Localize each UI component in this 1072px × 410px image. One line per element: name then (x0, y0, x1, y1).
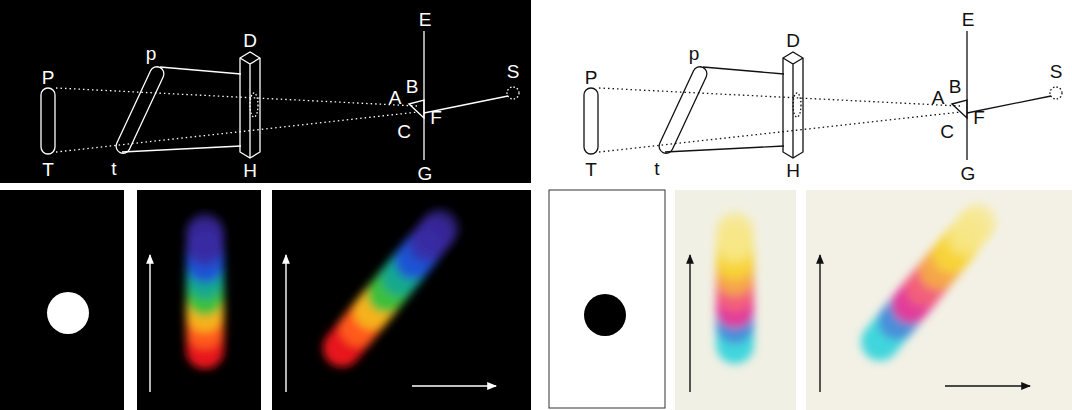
spectrum (186, 213, 224, 369)
spectrum (323, 209, 459, 367)
point-label: p (689, 44, 700, 63)
photo-tile (0, 190, 124, 410)
prism-diagram (41, 31, 519, 160)
direction-arrow (285, 255, 286, 392)
photo-tile (272, 190, 531, 410)
point-label: E (419, 10, 432, 29)
point-label: A (932, 88, 945, 107)
point-label: p (146, 44, 157, 63)
point-label: D (786, 31, 800, 50)
light-panel (541, 0, 1072, 183)
point-label: B (949, 77, 962, 96)
photo-tile (549, 190, 665, 408)
point-label: S (1050, 62, 1063, 81)
point-label: T (42, 160, 54, 179)
photo-tile (675, 190, 796, 410)
spectrum (861, 203, 997, 361)
direction-arrow (819, 255, 820, 392)
point-label: H (786, 161, 800, 180)
point-label: G (961, 164, 976, 183)
point-label: C (397, 122, 411, 141)
point-label: D (243, 31, 257, 50)
point-label: P (42, 68, 55, 87)
point-label: T (585, 160, 597, 179)
dark-disc (584, 294, 626, 336)
photo-tile (806, 190, 1072, 410)
light-disc (47, 292, 89, 334)
dark-panel (0, 0, 531, 183)
direction-arrow (689, 255, 690, 392)
prism-diagram (584, 31, 1062, 160)
point-label: A (389, 88, 402, 107)
direction-arrow (945, 385, 1030, 386)
point-label: C (940, 122, 954, 141)
spectrum (716, 211, 754, 364)
direction-arrow (412, 385, 496, 386)
point-label: E (962, 10, 975, 29)
point-label: F (430, 108, 442, 127)
point-label: S (507, 62, 520, 81)
point-label: P (585, 68, 598, 87)
photo-tile (137, 190, 261, 410)
point-label: B (406, 77, 419, 96)
point-label: t (111, 159, 116, 178)
direction-arrow (149, 255, 150, 392)
point-label: t (654, 159, 659, 178)
point-label: G (418, 164, 433, 183)
point-label: F (973, 108, 985, 127)
point-label: H (243, 161, 257, 180)
